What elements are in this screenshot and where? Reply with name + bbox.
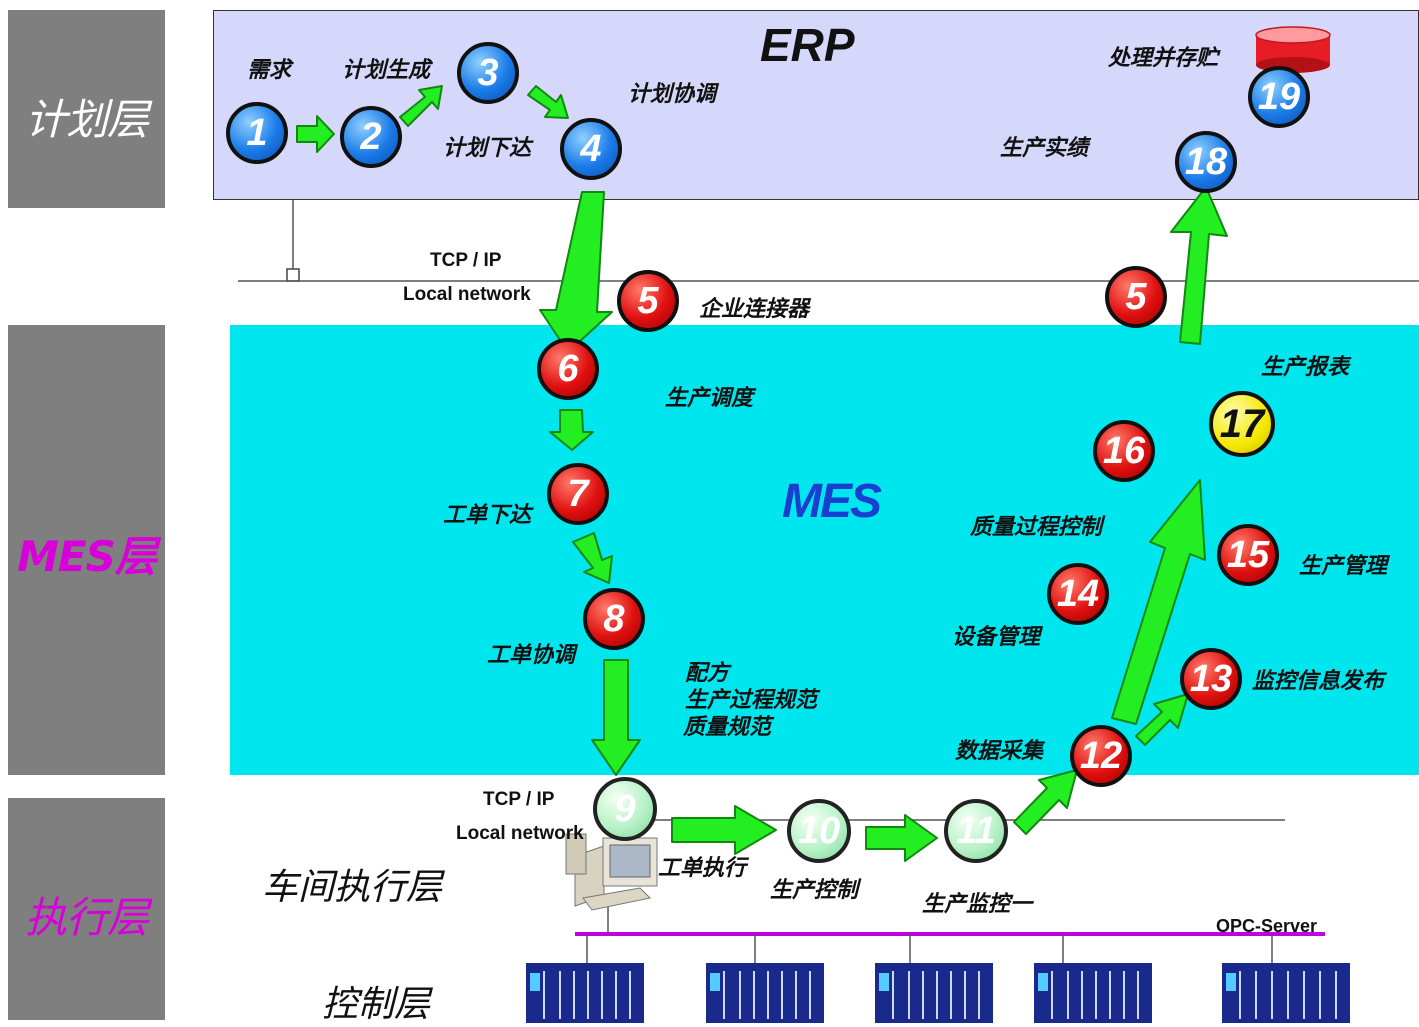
label-monitor-publish: 监控信息发布	[1252, 669, 1385, 694]
label-data-collection: 数据采集	[955, 739, 1044, 764]
node-9: 9	[593, 777, 657, 841]
arrow-9-10	[671, 805, 777, 855]
shop-floor-title: 车间执行层	[262, 867, 443, 908]
node-19: 19	[1248, 66, 1310, 128]
node-13: 13	[1180, 648, 1242, 710]
label-production-control: 生产控制	[770, 878, 859, 903]
label-equipment-mgmt: 设备管理	[952, 625, 1041, 650]
node-5-right: 5	[1105, 266, 1167, 328]
sidebar-plan-layer: 计划层	[8, 10, 165, 208]
label-plan-coordinate: 计划协调	[628, 82, 717, 107]
node-16: 16	[1093, 420, 1155, 482]
database-icon	[1255, 26, 1331, 73]
node-8: 8	[583, 588, 645, 650]
mes-layer-label: MES层	[17, 532, 157, 581]
node-7: 7	[547, 463, 609, 525]
node-12: 12	[1070, 725, 1132, 787]
arrow-5-18	[1170, 186, 1228, 345]
top-network-name: Local network	[403, 284, 531, 305]
label-production-performance: 生产实绩	[1000, 136, 1089, 161]
sidebar-exec-layer: 执行层	[8, 798, 165, 1020]
label-work-order-issue: 工单下达	[443, 503, 532, 528]
arrow-2-3	[399, 85, 443, 127]
bottom-network-name: Local network	[456, 823, 584, 844]
label-enterprise-connector: 企业连接器	[699, 297, 810, 322]
label-quality-spec: 质量规范	[683, 715, 772, 740]
arrow-4-6	[539, 191, 613, 353]
node-14: 14	[1047, 563, 1109, 625]
arrow-1-2	[296, 115, 335, 153]
arrow-6-7	[549, 409, 594, 451]
control-layer-title: 控制层	[322, 984, 431, 1025]
arrow-7-8	[572, 532, 613, 584]
label-work-order-coord: 工单协调	[487, 643, 576, 668]
node-18: 18	[1175, 131, 1237, 193]
arrow-8-9	[591, 659, 641, 776]
node-6: 6	[537, 338, 599, 400]
opc-server-label: OPC-Server	[1216, 916, 1318, 936]
node-5-left: 5	[617, 270, 679, 332]
node-1: 1	[226, 102, 288, 164]
mes-title: MES	[782, 475, 882, 528]
node-10: 10	[787, 799, 851, 863]
label-production-monitor: 生产监控一	[922, 892, 1033, 917]
label-process-spec: 生产过程规范	[685, 688, 818, 713]
plc-rack-icon	[1222, 963, 1350, 1023]
exec-layer-label: 执行层	[24, 893, 149, 942]
node-11: 11	[944, 799, 1008, 863]
sidebar-mes-layer: MES层	[8, 325, 165, 775]
node-15: 15	[1217, 524, 1279, 586]
plan-layer-label: 计划层	[24, 95, 149, 144]
label-plan-generate: 计划生成	[342, 58, 431, 83]
label-report: 生产报表	[1261, 355, 1350, 380]
plc-rack-icon	[706, 963, 824, 1023]
label-process-store: 处理并存贮	[1108, 46, 1219, 71]
node-4: 4	[560, 118, 622, 180]
top-network-protocol: TCP / IP	[430, 250, 502, 271]
plc-rack-icon	[875, 963, 993, 1023]
label-demand: 需求	[247, 58, 292, 83]
arrow-12-17	[1111, 479, 1206, 725]
arrow-3-4	[527, 85, 569, 119]
plc-rack-icon	[526, 963, 644, 1023]
computer-workstation-icon	[565, 833, 658, 911]
node-2: 2	[340, 106, 402, 168]
arrow-11-12	[1013, 769, 1078, 835]
erp-title: ERP	[760, 19, 855, 71]
plc-rack-icon	[1034, 963, 1152, 1023]
label-recipe: 配方	[685, 661, 730, 686]
node-17: 17	[1209, 391, 1275, 457]
network-tap	[286, 268, 300, 282]
node-3: 3	[457, 42, 519, 104]
arrow-12-13	[1135, 693, 1189, 746]
arrow-10-11	[865, 814, 938, 862]
label-scheduling: 生产调度	[665, 386, 754, 411]
label-production-mgmt: 生产管理	[1299, 554, 1388, 579]
label-plan-issue: 计划下达	[443, 136, 532, 161]
label-work-execution: 工单执行	[658, 856, 747, 881]
label-quality-control: 质量过程控制	[970, 515, 1103, 540]
bottom-network-protocol: TCP / IP	[483, 789, 555, 810]
